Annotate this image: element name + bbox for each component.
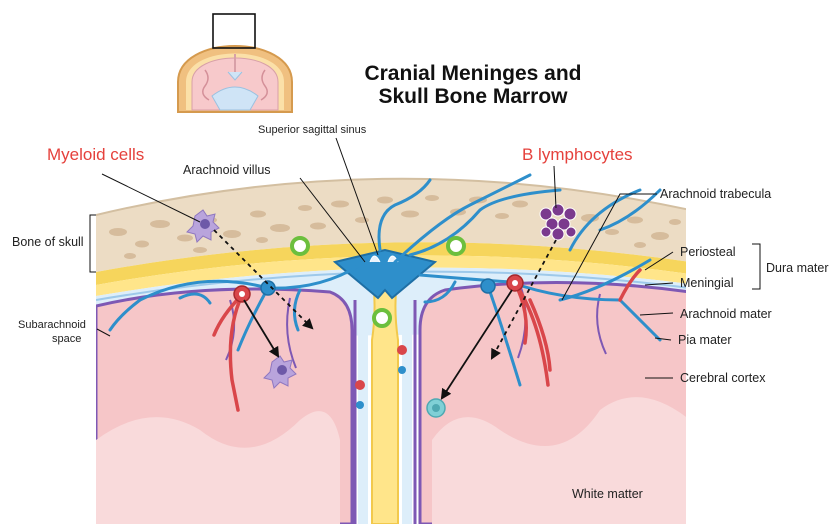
label-subarachnoid-line2: space xyxy=(52,334,81,345)
dura-bracket xyxy=(752,244,760,289)
label-cerebral-cortex: Cerebral cortex xyxy=(680,372,765,385)
label-meningial: Meningial xyxy=(680,277,734,290)
skull-thumbnail xyxy=(178,14,292,112)
label-white-matter: White matter xyxy=(572,488,643,501)
b-lymphocyte-in-cortex xyxy=(427,399,445,417)
title-line-2: Skull Bone Marrow xyxy=(318,85,628,108)
label-arachnoid-mater: Arachnoid mater xyxy=(680,308,772,321)
zoom-box xyxy=(213,14,255,48)
label-periosteal: Periosteal xyxy=(680,246,736,259)
falx-cerebri xyxy=(370,262,400,524)
cross-section xyxy=(96,150,696,524)
label-myeloid-cells: Myeloid cells xyxy=(47,146,144,163)
title-line-1: Cranial Meninges and xyxy=(318,62,628,85)
label-superior-sagittal-sinus: Superior sagittal sinus xyxy=(258,125,366,136)
label-subarachnoid-line1: Subarachnoid xyxy=(18,320,86,331)
label-arachnoid-trabecula: Arachnoid trabecula xyxy=(660,188,771,201)
label-bone-of-skull: Bone of skull xyxy=(12,236,84,249)
label-arachnoid-villus: Arachnoid villus xyxy=(183,164,271,177)
label-dura-mater: Dura mater xyxy=(766,262,829,275)
label-b-lymphocytes: B lymphocytes xyxy=(522,146,633,163)
label-pia-mater: Pia mater xyxy=(678,334,732,347)
skull-bracket xyxy=(90,215,96,272)
diagram-title: Cranial Meninges and Skull Bone Marrow xyxy=(318,62,628,108)
